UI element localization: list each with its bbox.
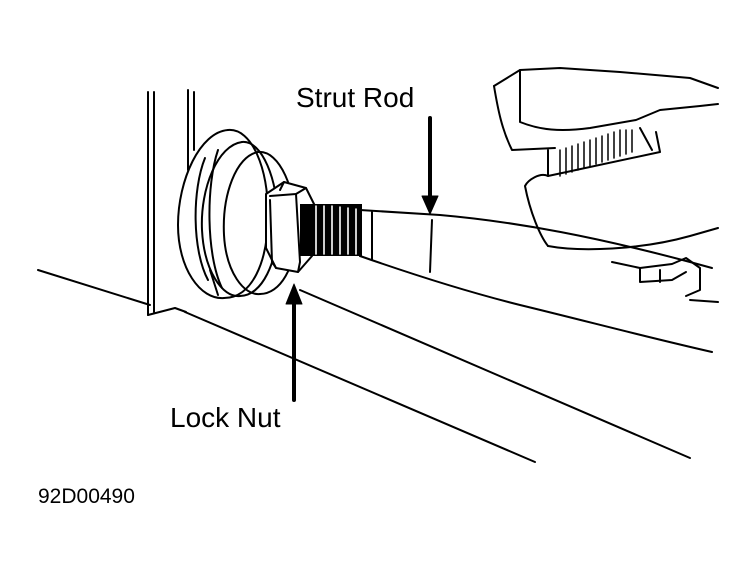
strut-rod-shaft — [359, 209, 713, 353]
strut-rod-label: Strut Rod — [296, 82, 415, 113]
strut-rod-arrow — [421, 116, 439, 215]
lock-nut-label: Lock Nut — [170, 402, 281, 433]
threaded-stud — [300, 204, 362, 256]
knuckle-joint — [493, 67, 719, 303]
figure-id-label: 92D00490 — [38, 485, 135, 508]
lock-nut-arrow — [285, 283, 303, 402]
floor-lines — [37, 269, 691, 463]
frame-bracket — [147, 89, 195, 316]
